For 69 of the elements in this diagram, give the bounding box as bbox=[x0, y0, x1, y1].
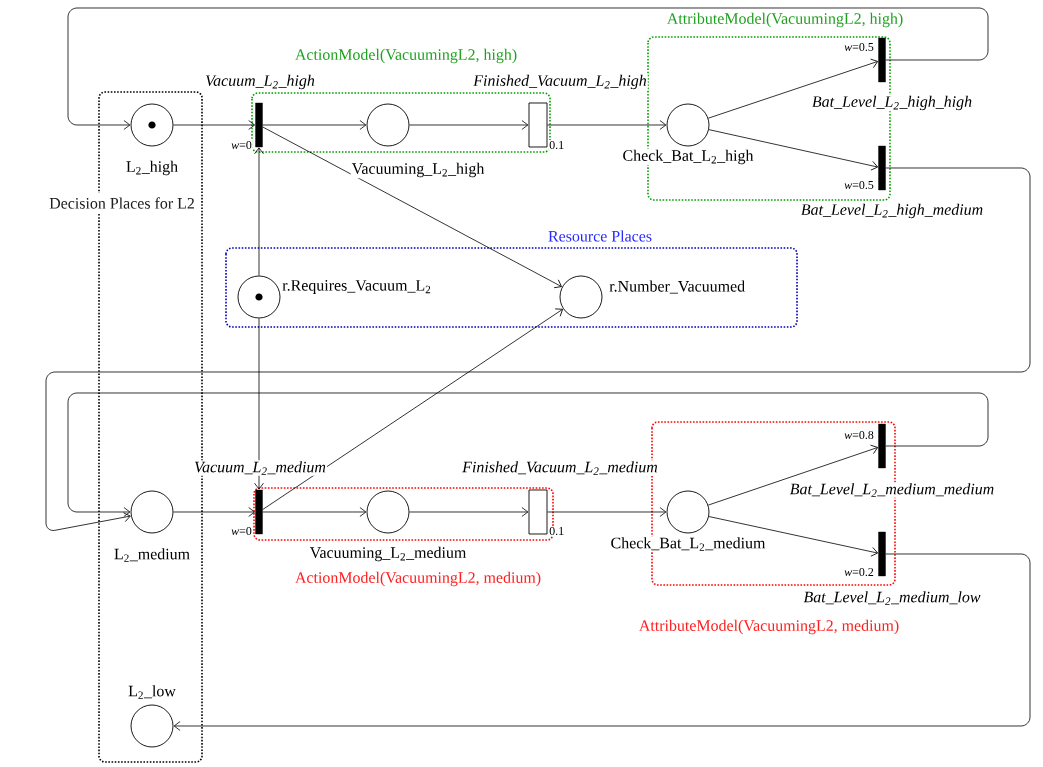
place-label: r.Requires_Vacuum_L$_{2}$ bbox=[281, 279, 433, 295]
weight-label: w=0.5 bbox=[843, 179, 875, 191]
place-label: Vacuuming_L$_{2}$_high bbox=[350, 161, 486, 179]
arc-arrow bbox=[254, 147, 264, 276]
transition-bar bbox=[878, 423, 886, 469]
transition-label: Bat_Level_L$_{2}$_high_high bbox=[810, 94, 974, 112]
arc-arrow bbox=[708, 516, 879, 557]
place-circle bbox=[366, 103, 410, 147]
weight-label: 0.1 bbox=[548, 525, 566, 537]
transition-label: Finished_Vacuum_L$_{2}$_high bbox=[472, 73, 648, 91]
weight-label: w=0.5 bbox=[843, 41, 875, 53]
place-circle bbox=[366, 490, 410, 534]
arc-arrow bbox=[254, 318, 264, 490]
arc-arrow bbox=[262, 120, 367, 130]
arc-arrow bbox=[67, 392, 989, 517]
transition-bar bbox=[255, 489, 263, 535]
transition-bar bbox=[878, 145, 886, 191]
place-label: Vacuuming_L$_{2}$_medium bbox=[308, 545, 468, 563]
group-heading: Resource Places bbox=[547, 229, 653, 243]
group-heading: AttributeModel(VacuumingL2, high) bbox=[665, 11, 905, 29]
transition-bar bbox=[255, 102, 263, 148]
transition-label: Vacuum_L$_{2}$_medium bbox=[193, 460, 327, 476]
transition-box bbox=[528, 102, 548, 148]
group-frame bbox=[251, 92, 551, 153]
group-frame bbox=[225, 247, 798, 328]
group-heading: AttributeModel(VacuumingL2, medium) bbox=[637, 618, 901, 636]
place-circle bbox=[666, 103, 710, 147]
transition-bar bbox=[878, 37, 886, 83]
transition-bar bbox=[878, 531, 886, 577]
arc-arrow bbox=[262, 308, 563, 510]
place-label: Check_Bat_L$_{2}$_high bbox=[621, 148, 755, 166]
arc-arrow bbox=[67, 7, 989, 130]
arc-arrow bbox=[173, 120, 256, 130]
arc-arrow bbox=[547, 507, 667, 517]
arc-arrow bbox=[262, 126, 562, 289]
weight-label: w=0.2 bbox=[843, 566, 875, 578]
place-circle bbox=[130, 103, 174, 147]
weight-label: w=0 bbox=[230, 139, 253, 151]
place-label: L$_{2}$_high bbox=[124, 159, 180, 177]
arc-arrow bbox=[707, 58, 879, 119]
transition-label: Finished_Vacuum_L$_{2}$_medium bbox=[461, 460, 659, 476]
arc-arrow bbox=[547, 120, 667, 130]
arc-arrow bbox=[409, 507, 529, 517]
place-circle bbox=[130, 490, 174, 534]
arc-arrow bbox=[409, 120, 529, 130]
group-heading: Decision Places for L2 bbox=[48, 196, 196, 210]
arc-arrow bbox=[707, 444, 879, 506]
weight-label: 0.1 bbox=[548, 139, 566, 151]
arc-arrow bbox=[173, 507, 256, 517]
place-label: r.Number_Vacuumed bbox=[608, 279, 747, 295]
arc-arrow bbox=[262, 507, 367, 517]
transition-label: Bat_Level_L$_{2}$_medium_low bbox=[802, 590, 982, 606]
arc-arrow bbox=[708, 129, 879, 171]
transition-label: Bat_Level_L$_{2}$_high_medium bbox=[799, 202, 985, 220]
arc-arrow bbox=[173, 553, 1031, 731]
place-circle bbox=[666, 490, 710, 534]
weight-label: w=0.8 bbox=[843, 429, 875, 441]
weight-label: w=0 bbox=[230, 525, 253, 537]
place-label: L$_{2}$_low bbox=[127, 684, 177, 700]
transition-label: Vacuum_L$_{2}$_high bbox=[204, 73, 316, 91]
arc-arrow bbox=[45, 167, 1031, 531]
place-circle bbox=[237, 275, 281, 319]
place-label: L$_{2}$_medium bbox=[113, 547, 191, 563]
group-heading: ActionModel(VacuumingL2, high) bbox=[293, 47, 519, 65]
transition-label: Bat_Level_L$_{2}$_medium_medium bbox=[788, 482, 996, 498]
place-circle bbox=[130, 704, 174, 748]
place-circle bbox=[559, 275, 603, 319]
group-heading: ActionModel(VacuumingL2, medium) bbox=[293, 570, 543, 588]
place-label: Check_Bat_L$_{2}$_medium bbox=[609, 536, 767, 552]
